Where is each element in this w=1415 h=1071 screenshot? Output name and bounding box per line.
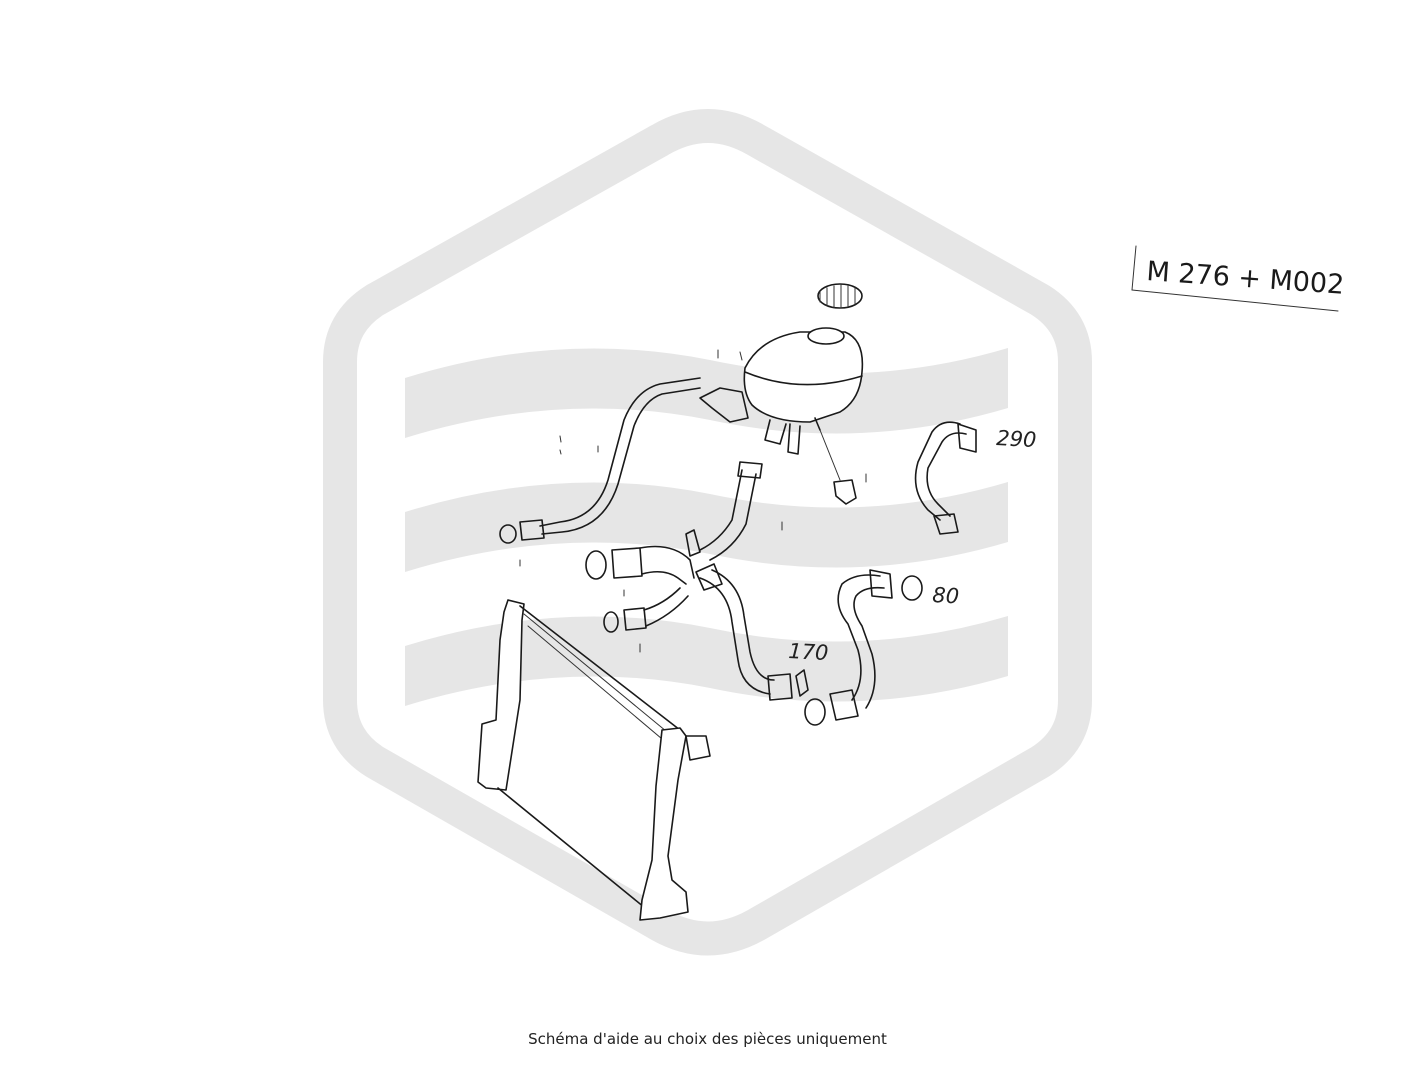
- radiator-inlet: [685, 735, 711, 761]
- hose-80: 80: [804, 569, 960, 726]
- hose-80-top-clamp: [869, 569, 893, 599]
- tank-cap-ridges: [819, 284, 856, 309]
- left-upper-hose-body: [639, 545, 695, 579]
- hose-170-top-clamp: [695, 563, 723, 591]
- tank-hose-body: [699, 469, 743, 551]
- hose-80-body-inner: [853, 586, 885, 709]
- vent-hose-body-inner: [541, 387, 701, 535]
- tank-to-junction-hose: [685, 461, 763, 561]
- watermark-wave-bottom: [405, 616, 1008, 706]
- left-lower-oring: [603, 611, 619, 633]
- left-upper-hose-fitting: [611, 547, 643, 579]
- alignment-dash-marks: [519, 349, 867, 653]
- hose-290-lower-fitting: [933, 513, 959, 535]
- junction-pipe: [685, 529, 701, 557]
- callout-290: 290: [996, 426, 1037, 452]
- left-upper-hose-body-inner: [641, 570, 687, 585]
- engine-label-bracket: [1131, 245, 1137, 291]
- tank-body: [743, 331, 864, 423]
- left-upper-hose: [585, 545, 695, 585]
- hose-290-upper-clamp: [957, 423, 977, 453]
- hose-170-body-inner: [711, 569, 775, 681]
- tank-hose-body-inner: [709, 473, 757, 561]
- tank-filler-neck: [807, 327, 845, 345]
- vent-hose-body: [539, 377, 701, 527]
- radiator: [477, 599, 711, 921]
- hose-80-bottom-clamp: [829, 689, 859, 721]
- expansion-tank: [699, 283, 864, 505]
- tank-hose-clamp: [737, 461, 763, 479]
- hose-80-bottom-oring: [804, 698, 826, 726]
- hose-290-body-inner: [926, 432, 967, 517]
- engine-label-group: M 276 + M002: [1131, 245, 1345, 312]
- radiator-right-tank: [639, 727, 689, 921]
- watermark-wave-top: [405, 348, 1008, 438]
- hose-170-spring-clip: [795, 669, 809, 697]
- engine-label-underline: [1131, 289, 1339, 312]
- hose-290-body: [914, 421, 961, 521]
- watermark-hexagon: [323, 109, 1092, 956]
- radiator-left-tank: [477, 599, 525, 791]
- callout-170: 170: [788, 639, 829, 665]
- left-lower-hose: [603, 587, 689, 633]
- watermark-logo: [323, 109, 1092, 956]
- watermark-wave-middle: [405, 482, 1008, 572]
- radiator-core-lines: [523, 613, 673, 745]
- left-lower-hose-body: [643, 587, 689, 627]
- hose-290: 290: [914, 421, 1037, 535]
- vent-hose-oring: [499, 524, 517, 544]
- hose-80-body: [837, 574, 881, 701]
- vent-hose-end-fitting: [519, 519, 545, 541]
- alignment-marks: [519, 349, 867, 653]
- tank-sensor-wire: [819, 429, 841, 481]
- vent-hose: [499, 377, 701, 544]
- left-lower-hose-fitting: [623, 607, 647, 631]
- tank-cap: [817, 283, 863, 309]
- left-upper-oring: [585, 550, 607, 580]
- radiator-core-outline: [497, 605, 681, 913]
- tank-outlets: [764, 417, 821, 455]
- tank-bracket: [699, 387, 749, 423]
- tank-sensor: [833, 479, 857, 505]
- hose-170-bottom-clamp: [767, 673, 793, 701]
- tank-seam: [744, 371, 863, 386]
- hose-170: 170: [695, 563, 829, 701]
- diagram-caption: Schéma d'aide au choix des pièces unique…: [528, 1030, 887, 1048]
- callout-80: 80: [932, 583, 960, 608]
- hose-80-oring: [901, 575, 923, 601]
